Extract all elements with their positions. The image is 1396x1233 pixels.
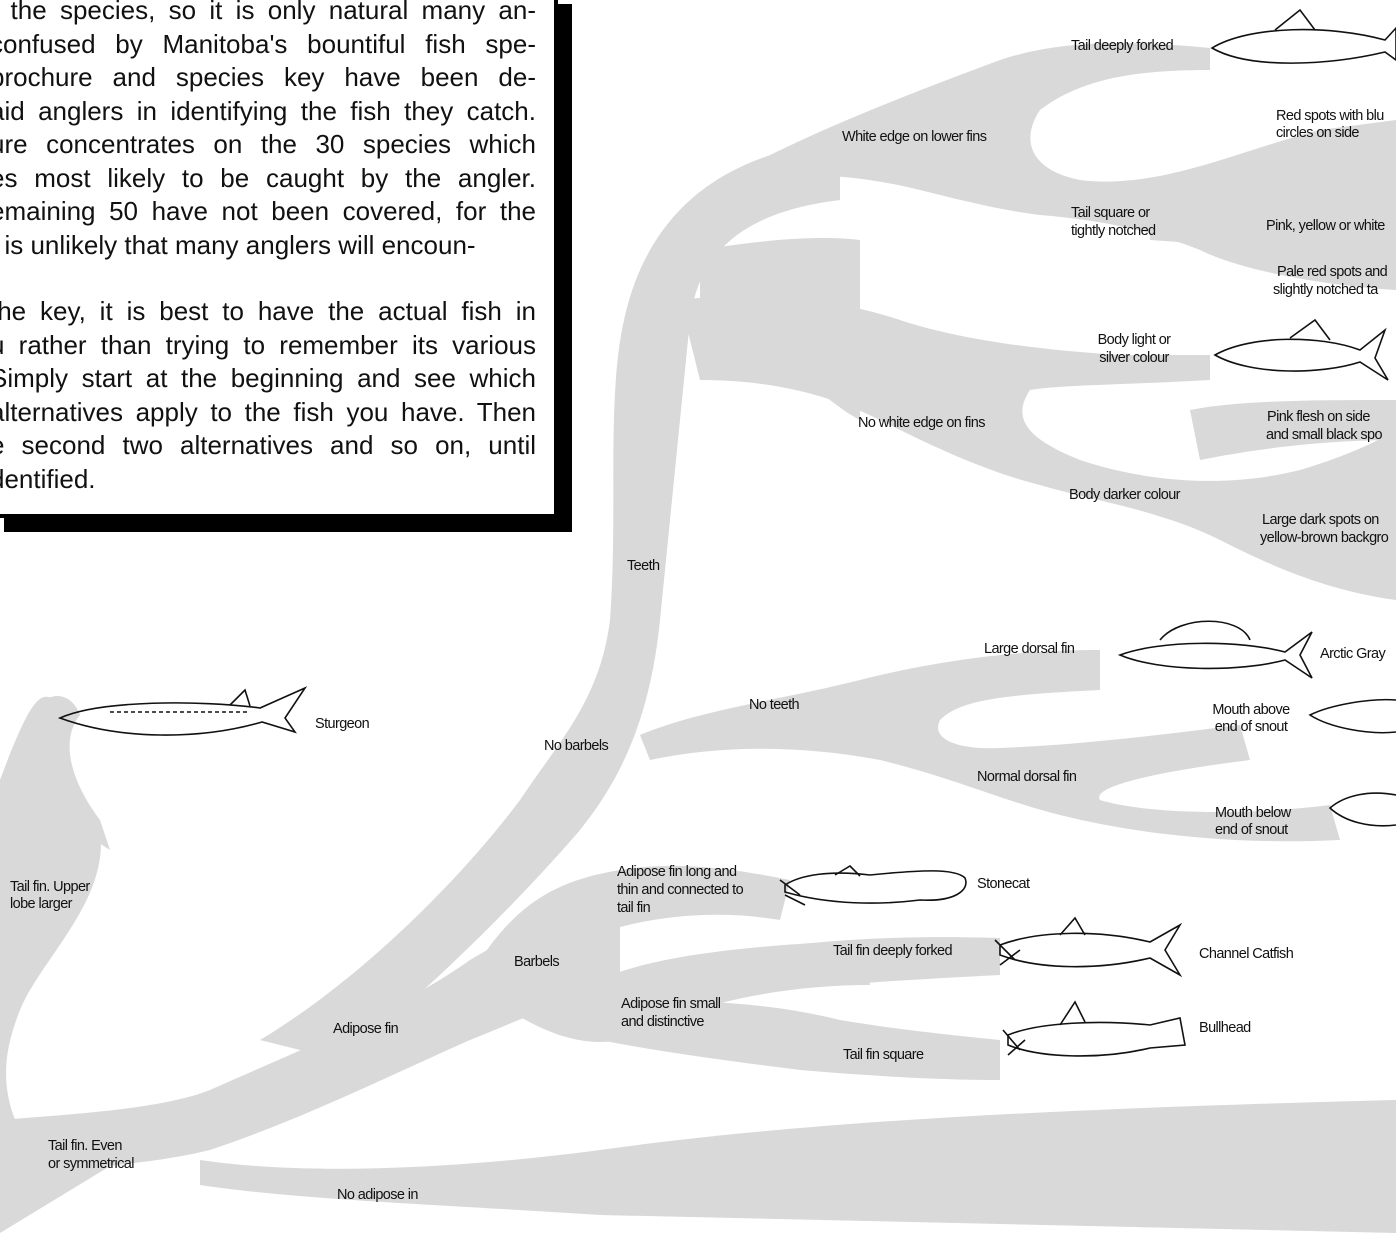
label-pale-red-2: slightly notched ta xyxy=(1273,282,1378,298)
fish-illustrations xyxy=(57,8,1396,1057)
intro-line: u rather than trying to remember its var… xyxy=(0,329,536,360)
arctic-grayling-icon xyxy=(1117,620,1313,679)
label-normal-dorsal-fin: Normal dorsal fin xyxy=(977,769,1077,785)
label-adipose-small-2: and distinctive xyxy=(621,1014,704,1030)
sturgeon-icon xyxy=(57,686,308,736)
label-tail-upper-lobe-2: lobe larger xyxy=(10,896,73,912)
label-red-spots-blue-2: circles on side xyxy=(1276,125,1359,141)
silver-fish-icon xyxy=(1213,318,1389,381)
label-red-spots-blue: Red spots with blu xyxy=(1276,108,1384,124)
label-mouth-below-2: end of snout xyxy=(1215,822,1288,838)
label-tail-upper-lobe: Tail fin. Upper xyxy=(10,879,90,895)
label-arctic-grayling: Arctic Gray xyxy=(1320,646,1386,662)
intro-line: es most likely to be caught by the angle… xyxy=(0,162,536,193)
label-pale-red: Pale red spots and xyxy=(1277,264,1388,280)
intro-line: f the species, so it is only natural man… xyxy=(0,0,536,25)
label-tail-deeply-forked: Tail deeply forked xyxy=(1071,38,1174,54)
label-pink-flesh: Pink flesh on side xyxy=(1267,409,1370,425)
label-large-dark-spots: Large dark spots on xyxy=(1262,512,1379,528)
trout-fish-icon xyxy=(1210,8,1396,64)
label-no-white-edge: No white edge on fins xyxy=(858,415,985,431)
bullhead-icon xyxy=(1002,1000,1186,1057)
label-tail-square-2: tightly notched xyxy=(1071,223,1156,239)
intro-line: confused by Manitoba's bountiful fish sp… xyxy=(0,28,536,59)
intro-line: dentified. xyxy=(0,463,96,494)
channel-catfish-icon xyxy=(994,916,1183,978)
intro-text-box: f the species, so it is only natural man… xyxy=(0,0,558,518)
label-mouth-below: Mouth below xyxy=(1215,805,1291,821)
label-tail-fin-square: Tail fin square xyxy=(843,1047,924,1063)
intro-line: brochure and species key have been de- xyxy=(0,62,536,92)
label-barbels: Barbels xyxy=(514,954,560,970)
label-body-darker: Body darker colour xyxy=(1069,487,1181,503)
label-adipose-small: Adipose fin small xyxy=(621,996,721,1012)
label-body-light-2: silver colour xyxy=(1099,350,1169,366)
label-adipose-fin: Adipose fin xyxy=(333,1021,399,1037)
intro-line: aid anglers in identifying the fish they… xyxy=(0,95,536,126)
intro-line: Simply start at the beginning and see wh… xyxy=(0,363,536,393)
key-branches xyxy=(0,43,1396,1233)
fish-mouth-below-icon xyxy=(1328,792,1396,827)
intro-line: e second two alternatives and so on, unt… xyxy=(0,430,536,460)
label-white-edge-lower-fins: White edge on lower fins xyxy=(842,129,987,145)
label-stonecat: Stonecat xyxy=(977,876,1030,892)
intro-line: ure concentrates on the 30 species which xyxy=(0,129,536,159)
intro-line: emaining 50 have not been covered, for t… xyxy=(0,196,536,226)
label-large-dark-spots-2: yellow-brown backgro xyxy=(1260,530,1389,546)
intro-line: t is unlikely that many anglers will enc… xyxy=(0,229,476,260)
label-sturgeon: Sturgeon xyxy=(315,716,370,732)
label-adipose-long-2: thin and connected to xyxy=(617,882,744,898)
label-pink-flesh-2: and small black spo xyxy=(1266,427,1383,443)
label-large-dorsal-fin: Large dorsal fin xyxy=(984,641,1075,657)
label-tail-square: Tail square or xyxy=(1071,205,1150,221)
label-no-barbels: No barbels xyxy=(544,738,609,754)
label-tail-even: Tail fin. Even xyxy=(48,1138,122,1154)
label-no-adipose: No adipose in xyxy=(337,1187,418,1203)
label-tail-even-2: or symmetrical xyxy=(48,1156,134,1172)
label-tail-fin-deeply-forked: Tail fin deeply forked xyxy=(833,943,953,959)
label-no-teeth: No teeth xyxy=(749,697,800,713)
label-mouth-above-2: end of snout xyxy=(1214,719,1288,735)
label-teeth: Teeth xyxy=(627,558,660,574)
label-mouth-above: Mouth above xyxy=(1212,702,1290,718)
label-bullhead: Bullhead xyxy=(1199,1020,1251,1036)
label-channel-catfish: Channel Catfish xyxy=(1199,946,1294,962)
label-body-light: Body light or xyxy=(1097,332,1171,348)
label-pink-yellow-white: Pink, yellow or white xyxy=(1266,218,1385,234)
label-adipose-long: Adipose fin long and xyxy=(617,864,737,880)
label-adipose-long-3: tail fin xyxy=(617,900,651,916)
intro-line-blank xyxy=(0,262,536,295)
intro-line: alternatives apply to the fish you have.… xyxy=(0,396,536,427)
stonecat-icon xyxy=(779,864,967,906)
intro-line: the key, it is best to have the actual f… xyxy=(0,296,536,326)
fish-mouth-above-icon xyxy=(1308,698,1396,734)
